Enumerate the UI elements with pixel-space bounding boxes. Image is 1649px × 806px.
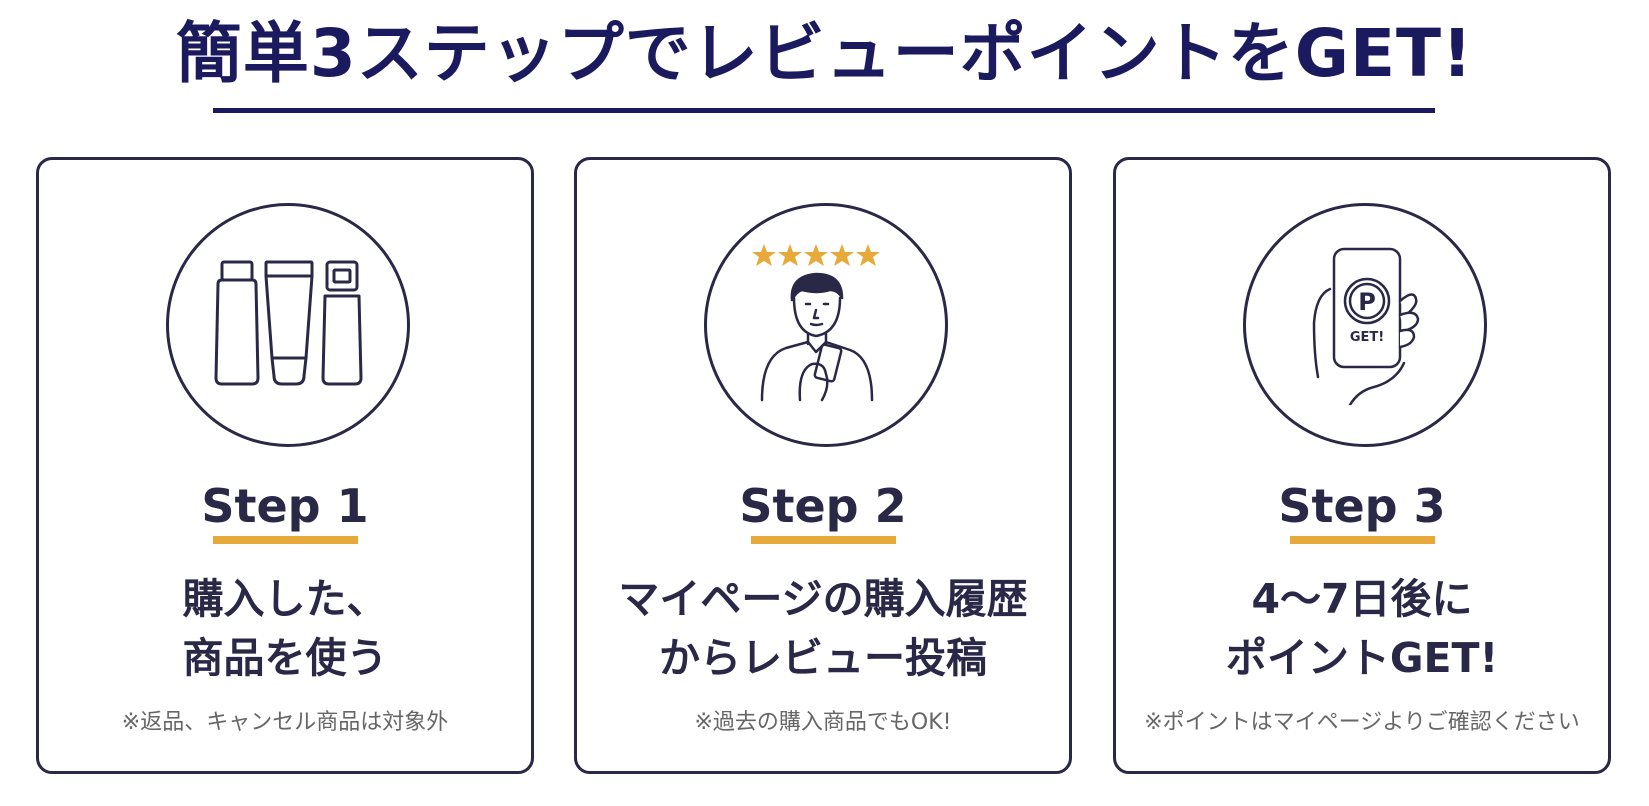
star-icon [856,244,880,266]
step-3-description: 4〜7日後に ポイントGET! [1116,570,1608,688]
step-1-note: ※返品、キャンセル商品は対象外 [121,710,449,735]
star-icon [804,244,828,266]
reviewer-with-stars-icon [752,244,880,402]
star-icon [830,244,854,266]
step-2-note: ※過去の購入商品でもOK! [694,710,952,735]
cosmetic-bottles-icon [214,260,363,386]
step-2-underline [751,536,896,544]
step-2-description: マイページの購入履歴 からレビュー投稿 [577,570,1069,688]
step-3-underline [1290,536,1435,544]
step-2-label: Step 2 [739,479,907,533]
step-2-line-1: マイページの購入履歴 [618,575,1028,623]
step-card-3: P GET! Step 3 4〜7日後に ポイントGET! ※ポイントはマイペー… [1113,157,1611,774]
step-1-icon-circle [166,203,410,447]
step-3-label: Step 3 [1278,479,1446,533]
step-3-note: ※ポイントはマイページよりご確認ください [1144,710,1580,735]
step-2-icon-circle [704,203,948,447]
step-3-line-1: 4〜7日後に [1251,575,1473,623]
phone-points-icon: P GET! [1312,247,1420,405]
page-headline: 簡単3ステップでレビューポイントをGET! [175,15,1474,92]
step-3-icon-circle: P GET! [1243,203,1487,447]
step-1-description: 購入した、 商品を使う [39,570,531,688]
get-badge-text: GET! [1350,330,1384,345]
step-card-2: Step 2 マイページの購入履歴 からレビュー投稿 ※過去の購入商品でもOK! [574,157,1072,774]
star-icon [778,244,802,266]
rating-stars [752,244,880,266]
star-icon [752,244,776,266]
step-1-line-2: 商品を使う [182,634,388,682]
step-1-underline [213,536,358,544]
step-card-1: Step 1 購入した、 商品を使う ※返品、キャンセル商品は対象外 [36,157,534,774]
step-1-label: Step 1 [201,479,369,533]
step-1-line-1: 購入した、 [182,575,388,623]
step-3-line-2: ポイントGET! [1225,634,1499,682]
headline-underline [213,108,1435,113]
point-letter: P [1358,288,1376,316]
step-2-line-2: からレビュー投稿 [659,634,987,682]
